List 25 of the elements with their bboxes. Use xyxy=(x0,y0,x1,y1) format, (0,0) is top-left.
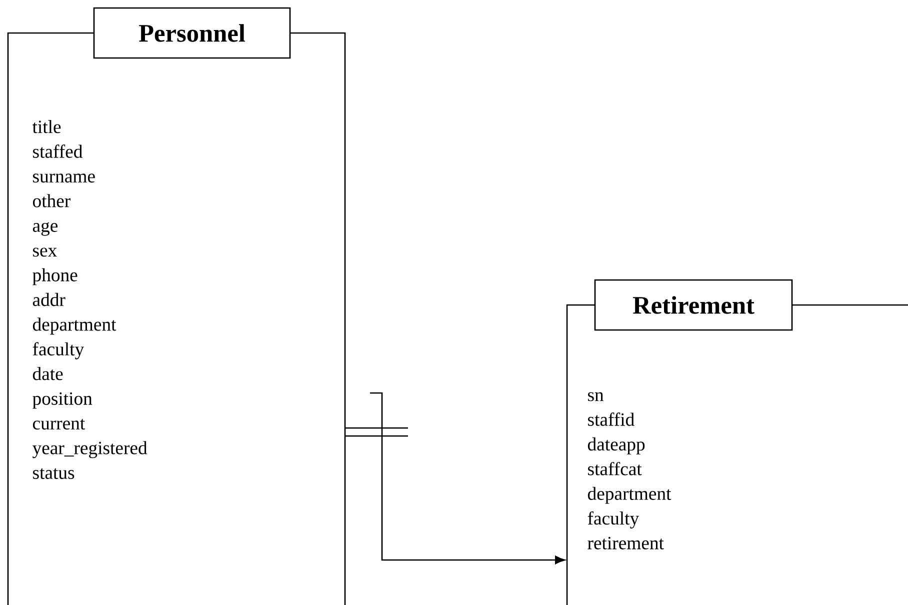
field-name: sex xyxy=(33,248,57,257)
field-name: status xyxy=(33,468,74,479)
field-name: faculty xyxy=(32,342,84,360)
field-name: staffid xyxy=(588,412,634,426)
field-name: department xyxy=(32,318,116,335)
field-name: staffcat xyxy=(588,462,642,476)
field-name: retirement xyxy=(588,536,664,550)
field-name: faculty xyxy=(588,511,640,529)
field-name: other xyxy=(32,194,70,208)
field-name: addr xyxy=(32,292,66,306)
field-name: date xyxy=(32,367,63,380)
field-name: position xyxy=(32,392,92,409)
table-title: Personnel xyxy=(93,7,291,59)
table-title: Retirement xyxy=(594,279,793,331)
arrow xyxy=(345,427,566,564)
field-name: title xyxy=(32,120,61,134)
field-name: department xyxy=(588,486,672,504)
field-name: sn xyxy=(588,392,604,402)
field-name: year_registered xyxy=(32,441,148,458)
field-name: staffed xyxy=(33,144,82,158)
field-name: phone xyxy=(32,268,78,286)
field-name: dateapp xyxy=(588,437,645,454)
field-name: age xyxy=(32,222,58,236)
field-name: surname xyxy=(33,174,95,183)
field-name: current xyxy=(32,418,86,430)
